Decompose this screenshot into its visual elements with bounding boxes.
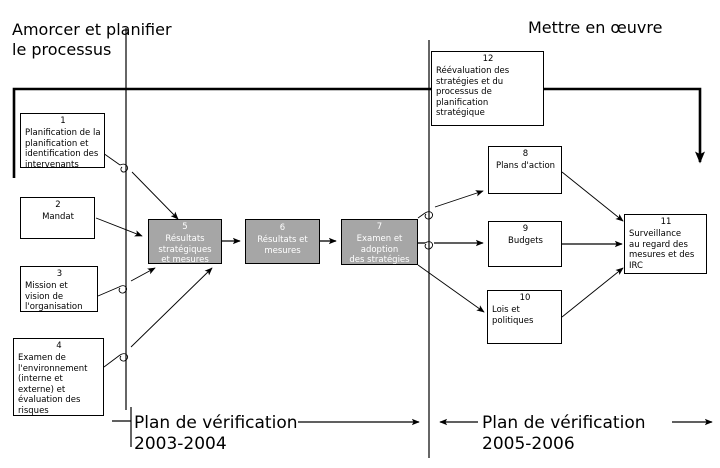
- node-1[interactable]: 1 Planification de la planification et i…: [20, 113, 105, 168]
- node-12-label: Réévaluation des stratégies et du proces…: [436, 66, 510, 118]
- node-1-label: Planification de la planification et ide…: [25, 128, 101, 168]
- node-3-label: Mission et vision de l'organisation: [25, 281, 83, 312]
- node-6-number: 6: [279, 223, 286, 233]
- node-11-number: 11: [660, 217, 672, 227]
- edge-10-to-11: [561, 267, 624, 318]
- timeline-label-2005-2006: Plan de vérification 2005-2006: [482, 413, 646, 454]
- phase-title-left: Amorcer et planifier le processus: [12, 20, 172, 59]
- node-6[interactable]: 6 Résultats et mesures: [245, 219, 320, 264]
- node-1-number: 1: [60, 116, 66, 126]
- edge-8-to-11: [561, 171, 624, 222]
- node-4-number: 4: [56, 341, 62, 351]
- edge-1-to-5: [102, 152, 179, 220]
- node-2[interactable]: 2 Mandat: [20, 197, 95, 239]
- node-10[interactable]: 10 Lois et politiques: [487, 290, 562, 344]
- edge-2-to-5: [95, 217, 143, 237]
- node-2-number: 2: [55, 200, 61, 210]
- edge-4-to-5: [103, 267, 213, 368]
- node-8-number: 8: [522, 149, 529, 159]
- node-8-label: Plans d'action: [495, 161, 556, 171]
- edge-7-to-10: [417, 264, 485, 313]
- node-4-label: Examen de l'environnement (interne et ex…: [18, 353, 88, 416]
- phase-title-right: Mettre en œuvre: [528, 18, 663, 37]
- node-9[interactable]: 9 Budgets: [488, 221, 562, 267]
- node-11-label: Surveillance au regard des mesures et de…: [629, 229, 695, 271]
- node-8[interactable]: 8 Plans d'action: [488, 146, 562, 194]
- node-10-label: Lois et politiques: [492, 305, 534, 326]
- node-9-number: 9: [522, 224, 529, 234]
- node-3[interactable]: 3 Mission et vision de l'organisation: [20, 266, 98, 312]
- edge-7-to-9: [418, 239, 484, 250]
- timeline-label-2003-2004: Plan de vérification 2003-2004: [134, 413, 298, 454]
- node-11[interactable]: 11 Surveillance au regard des mesures et…: [624, 214, 707, 274]
- node-10-number: 10: [519, 293, 531, 303]
- node-5-number: 5: [182, 222, 188, 232]
- node-6-label: Résultats et mesures: [257, 235, 308, 256]
- node-7-label: Examen et adoption des stratégies: [349, 234, 410, 265]
- node-12-number: 12: [482, 54, 494, 64]
- feedback-bus: [12, 87, 705, 178]
- node-7[interactable]: 7 Examen et adoption des stratégies: [341, 219, 418, 265]
- edge-7-to-8: [417, 190, 484, 220]
- node-4[interactable]: 4 Examen de l'environnement (interne et …: [13, 338, 104, 416]
- timeline-tick-left: [112, 407, 132, 447]
- node-9-label: Budgets: [507, 236, 543, 246]
- edge-3-to-5: [97, 267, 156, 297]
- node-3-number: 3: [56, 269, 63, 279]
- node-2-label: Mandat: [42, 212, 74, 222]
- node-7-number: 7: [376, 222, 383, 232]
- node-5-label: Résultats stratégiques et mesures: [158, 234, 212, 264]
- node-5[interactable]: 5 Résultats stratégiques et mesures: [148, 219, 222, 264]
- node-12[interactable]: 12 Réévaluation des stratégies et du pro…: [431, 51, 544, 126]
